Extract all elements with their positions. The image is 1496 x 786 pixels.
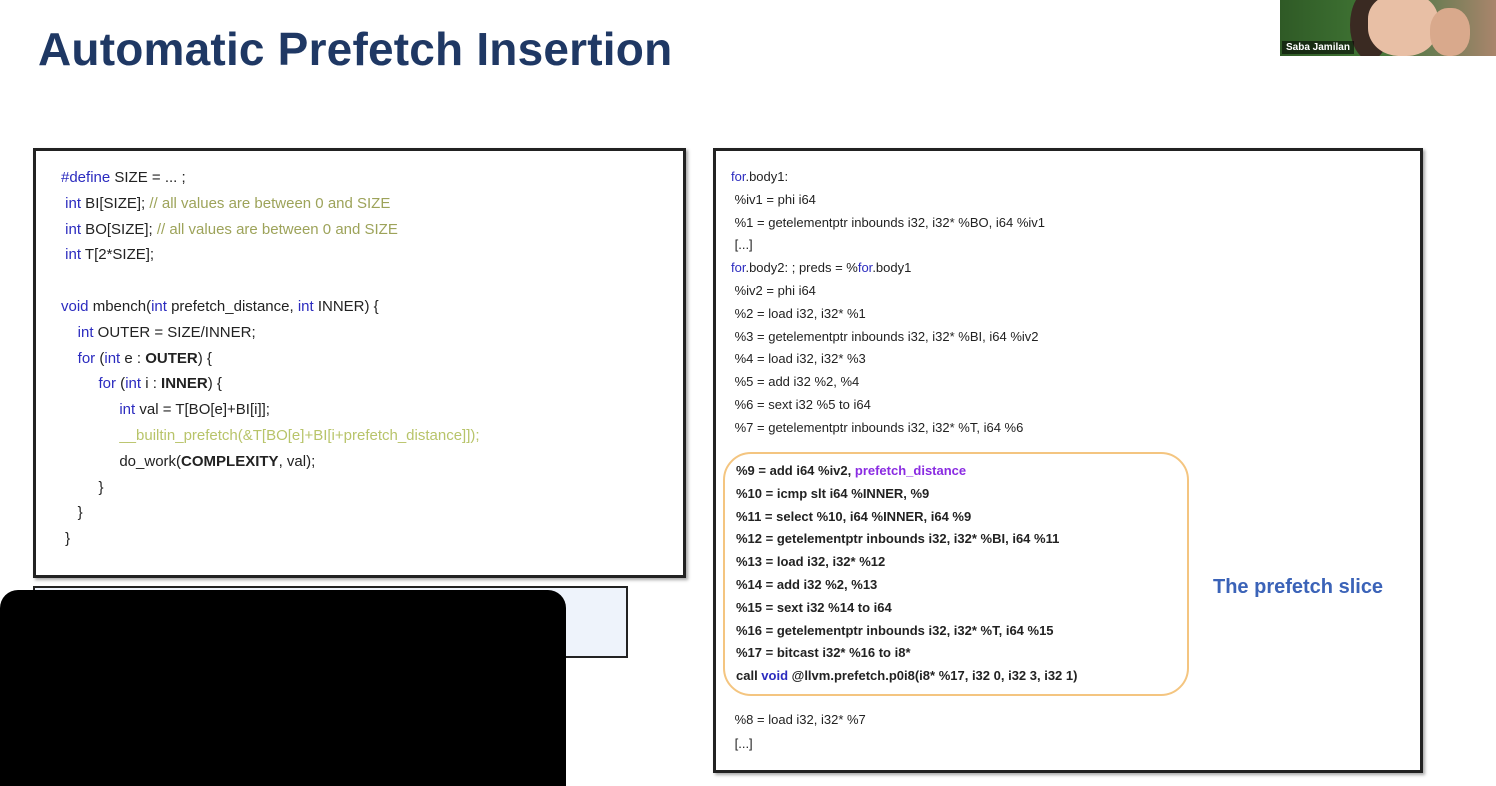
ir-code-line: %1 = getelementptr inbounds i32, i32* %B… bbox=[731, 214, 1045, 230]
slide-title: Automatic Prefetch Insertion bbox=[38, 23, 673, 75]
ir-code-line: %6 = sext i32 %5 to i64 bbox=[731, 397, 871, 412]
source-code-line: int T[2*SIZE]; bbox=[61, 246, 155, 264]
slice-code-line: %15 = sext i32 %14 to i64 bbox=[736, 599, 892, 615]
ir-code-line: %4 = load i32, i32* %3 bbox=[731, 351, 866, 367]
llvm-ir-box: for.body1: %iv1 = phi i64 %1 = getelemen… bbox=[713, 148, 1423, 773]
slice-code-line: %16 = getelementptr inbounds i32, i32* %… bbox=[736, 622, 1054, 638]
source-code-line: int BO[SIZE]; // all values are between … bbox=[61, 220, 398, 238]
source-code-line: } bbox=[61, 478, 104, 496]
ir-code-line: %iv2 = phi i64 bbox=[731, 283, 816, 298]
source-code-box: #define SIZE = ... ; int BI[SIZE]; // al… bbox=[33, 148, 686, 578]
source-code-line: #define SIZE = ... ; bbox=[61, 169, 186, 186]
ir-code-line: %3 = getelementptr inbounds i32, i32* %B… bbox=[731, 328, 1039, 344]
source-code-line: for (int e : OUTER) { bbox=[61, 349, 212, 367]
participant-name: Saba Jamilan bbox=[1282, 41, 1354, 54]
source-code-line: for (int i : INNER) { bbox=[61, 375, 222, 393]
redaction-overlay bbox=[0, 590, 566, 786]
slice-code-line: %12 = getelementptr inbounds i32, i32* %… bbox=[736, 531, 1060, 547]
source-code-line: } bbox=[61, 530, 71, 548]
ir-code-line: [...] bbox=[731, 736, 753, 751]
slice-code-line: %13 = load i32, i32* %12 bbox=[736, 554, 886, 570]
source-code-line: int BI[SIZE]; // all values are between … bbox=[61, 194, 391, 212]
ir-code-line: %7 = getelementptr inbounds i32, i32* %T… bbox=[731, 419, 1024, 435]
ir-code-line: for.body1: bbox=[731, 169, 789, 184]
slice-code-line: %11 = select %10, i64 %INNER, i64 %9 bbox=[736, 508, 972, 524]
source-code-line: int val = T[BO[e]+BI[i]]; bbox=[61, 401, 270, 419]
slice-code-line: %14 = add i32 %2, %13 bbox=[736, 577, 878, 592]
slice-code-line: %10 = icmp slt i64 %INNER, %9 bbox=[736, 485, 930, 501]
source-code-line: } bbox=[61, 504, 83, 522]
slice-code-line: %9 = add i64 %iv2, prefetch_distance bbox=[736, 463, 967, 478]
participant-video-thumbnail[interactable]: Saba Jamilan bbox=[1280, 0, 1496, 56]
ir-code-line: %8 = load i32, i32* %7 bbox=[731, 712, 866, 727]
slice-code-line: %17 = bitcast i32* %16 to i8* bbox=[736, 645, 911, 661]
ir-code-line: %5 = add i32 %2, %4 bbox=[731, 374, 860, 390]
prefetch-slice-label: The prefetch slice bbox=[1213, 576, 1384, 598]
prefetch-slice-highlight bbox=[723, 452, 1189, 696]
slice-code-line: call void @llvm.prefetch.p0i8(i8* %17, i… bbox=[736, 668, 1078, 684]
ir-code-line: %2 = load i32, i32* %1 bbox=[731, 305, 866, 321]
ir-code-line: for.body2: ; preds = %for.body1 bbox=[731, 260, 912, 276]
ir-code-line: %iv1 = phi i64 bbox=[731, 191, 816, 207]
source-code-line: do_work(COMPLEXITY, val); bbox=[61, 452, 316, 470]
source-code-line: __builtin_prefetch(&T[BO[e]+BI[i+prefetc… bbox=[61, 427, 480, 444]
source-code-line: int OUTER = SIZE/INNER; bbox=[61, 323, 256, 341]
ir-code-line: [...] bbox=[731, 237, 753, 253]
source-code-line: void mbench(int prefetch_distance, int I… bbox=[61, 298, 379, 315]
